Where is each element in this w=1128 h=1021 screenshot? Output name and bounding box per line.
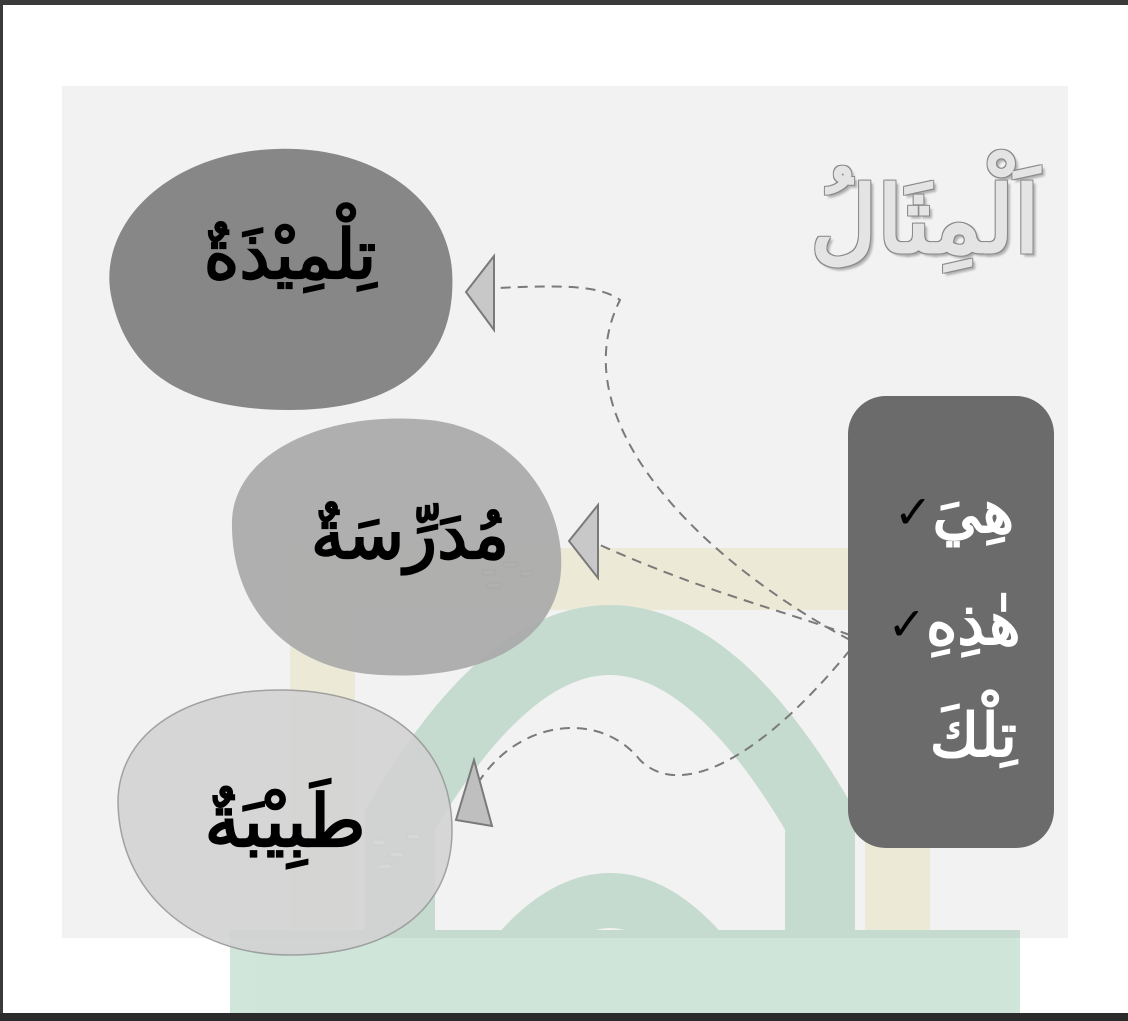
demonstratives-list: هِيَ ✓ هٰذِهِ ✓ تِلْكَ ✓ (848, 456, 1054, 792)
demonstratives-panel: هِيَ ✓ هٰذِهِ ✓ تِلْكَ ✓ (848, 396, 1054, 848)
demonstrative-item: تِلْكَ ✓ (848, 680, 1054, 792)
connector-to-word-1 (496, 285, 851, 641)
window-left-border (0, 0, 3, 1021)
check-mark-icon: ✓ (887, 597, 926, 651)
connector-to-word-2 (599, 544, 851, 636)
demonstrative-label: تِلْكَ (929, 701, 1017, 771)
arrowhead-1 (464, 253, 495, 334)
example-blob-1 (109, 148, 453, 411)
demonstrative-label: هٰذِهِ (925, 589, 1021, 659)
arrowhead-3 (454, 756, 494, 828)
example-word-2: مُدَرِّسَةٌ (310, 495, 510, 575)
example-word-1: تِلْمِيْذَةٌ (203, 215, 377, 295)
arrowhead-2 (567, 502, 599, 581)
check-mark-icon: ✓ (893, 485, 933, 539)
demonstrative-label: هِيَ (932, 477, 1015, 547)
demonstrative-item: هٰذِهِ ✓ (848, 568, 1054, 680)
window-bottom-border (0, 1013, 1128, 1021)
window-top-border (0, 0, 1128, 5)
slide-title: اَلْمِثَالُ (810, 166, 1040, 274)
example-blob-2 (231, 418, 562, 676)
demonstrative-item: هِيَ ✓ (848, 456, 1054, 568)
connector-to-word-3 (479, 649, 851, 781)
example-blob-3 (117, 689, 453, 956)
example-word-3: طَبِيْبَةٌ (204, 777, 366, 863)
